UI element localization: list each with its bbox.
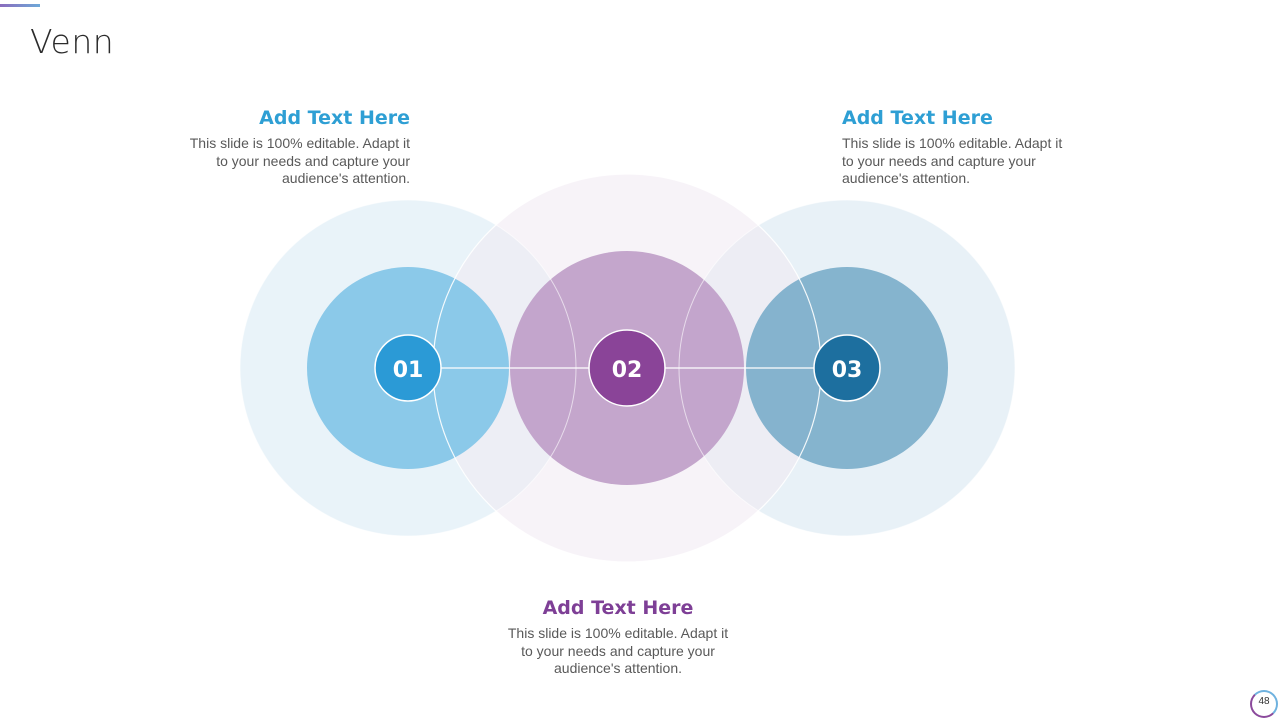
text-block-right: Add Text Here This slide is 100% editabl… <box>842 107 1074 188</box>
page-number: 48 <box>1258 696 1270 707</box>
badge-02-label: 02 <box>612 358 643 383</box>
badge-01-label: 01 <box>393 358 424 383</box>
title-accent-line <box>0 4 40 7</box>
text-block-right-heading: Add Text Here <box>842 107 993 129</box>
text-block-left: Add Text Here This slide is 100% editabl… <box>178 107 410 188</box>
slide-title: Venn <box>30 22 115 61</box>
badge-02 <box>588 329 666 407</box>
text-block-bottom-body: This slide is 100% editable. Adapt it to… <box>507 625 729 676</box>
text-block-bottom-heading: Add Text Here <box>542 597 694 619</box>
badge-03-label: 03 <box>832 358 863 383</box>
text-block-left-body: This slide is 100% editable. Adapt it to… <box>189 135 410 186</box>
page-number-ring-icon <box>1250 690 1278 718</box>
text-block-right-body: This slide is 100% editable. Adapt it to… <box>842 135 1063 186</box>
badge-01 <box>374 334 442 402</box>
page-number-badge: 48 <box>1250 690 1278 718</box>
badge-03 <box>813 334 881 402</box>
text-block-bottom: Add Text Here This slide is 100% editabl… <box>502 597 734 678</box>
text-block-left-heading: Add Text Here <box>259 107 410 129</box>
